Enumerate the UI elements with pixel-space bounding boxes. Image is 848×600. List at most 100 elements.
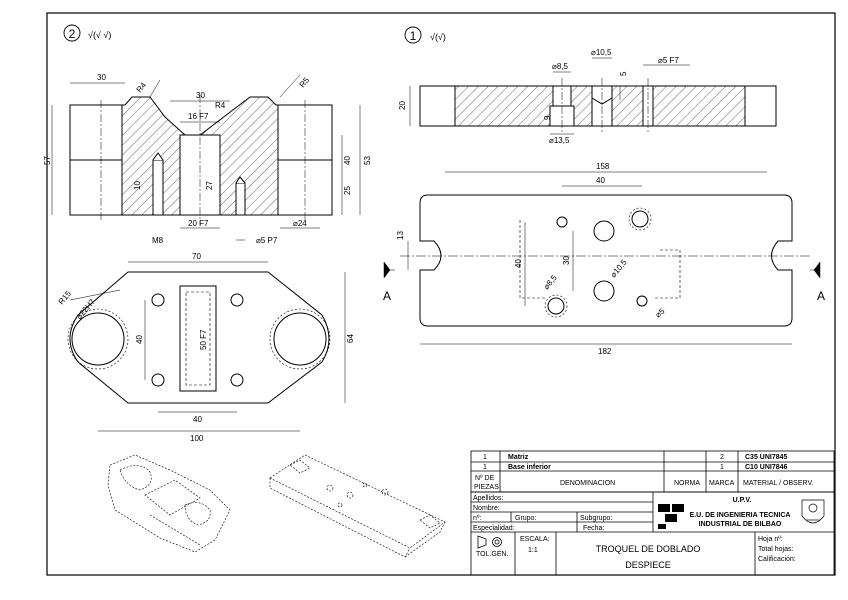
dim-40-vertical-top: 40 [514, 259, 523, 268]
header-norma: NORMA [674, 480, 700, 487]
row1-denomination: Matriz [508, 454, 529, 461]
label-subgrupo: Subgrupo: [580, 515, 612, 522]
dim-30: 30 [562, 256, 571, 265]
label-total-hojas: Total hojas: [758, 546, 793, 553]
part2-number: 2 [69, 27, 76, 41]
dim-8-5: ⌀8,5 [552, 62, 568, 71]
dim-8-5-top: ⌀8,5 [542, 273, 559, 291]
dim-r15: R15 [57, 289, 74, 306]
part1-section-labels: 20 ⌀8,5 ⌀10,5 ⌀5 F7 9 ⌀13,5 5 [398, 48, 679, 145]
dim-9: 9 [543, 115, 552, 120]
dim-57: 57 [43, 156, 52, 165]
dim-5: 5 [619, 71, 628, 76]
row2-mark: 1 [720, 464, 724, 471]
label-apellidos: Apellidos: [473, 495, 503, 502]
university-logo [658, 504, 684, 529]
dim-r5: R5 [298, 75, 312, 89]
row2-material: C10 UNI7846 [745, 464, 788, 471]
view-header-part2: 2 √(√ √) [63, 24, 111, 42]
dim-16f7: 16 F7 [188, 112, 209, 121]
dim-50f7: 50 F7 [199, 329, 208, 350]
part2-front-section [69, 95, 333, 225]
dim-27: 27 [205, 181, 214, 190]
dim-13: 13 [396, 231, 405, 240]
dim-30-left: 30 [97, 73, 106, 82]
part1-section [419, 78, 777, 132]
header-no-2: PIEZAS [474, 484, 499, 491]
row1-mark: 2 [720, 454, 724, 461]
dim-30-center: 30 [196, 91, 205, 100]
dim-13-5: ⌀13,5 [549, 136, 570, 145]
row1-no: 1 [483, 454, 487, 461]
projection-symbol [477, 535, 502, 549]
dim-10: 10 [133, 181, 142, 190]
row2-denomination: Base inferior [508, 464, 551, 471]
school-crest [801, 499, 825, 524]
label-fecha: Fecha: [583, 525, 604, 532]
dim-10-5: ⌀10,5 [591, 48, 612, 57]
dim-24: ⌀24 [293, 219, 307, 228]
dim-182: 182 [598, 347, 612, 356]
part1-top-labels: 158 40 13 40 30 ⌀8,5 ⌀10,5 ⌀5 182 A A [383, 162, 825, 356]
dim-5p7: ⌀5 P7 [256, 236, 278, 245]
dim-m8: M8 [152, 236, 164, 245]
part1-surface-finish: √(√) [430, 32, 446, 42]
part2-top-dimensions [69, 261, 346, 432]
school-name-1: E.U. DE INGENIERIA TECNICA [690, 512, 791, 519]
dim-70: 70 [192, 252, 201, 261]
drawing-subtitle: DESPIECE [625, 560, 671, 570]
dim-5f7: ⌀5 F7 [658, 56, 679, 65]
dim-20f7: 20 F7 [188, 219, 209, 228]
label-hoja: Hoja nº: [758, 536, 783, 543]
view-header-part1: 1 √(√) [404, 26, 446, 44]
title-block [470, 491, 835, 576]
dim-158: 158 [596, 162, 610, 171]
dim-40-top: 40 [596, 176, 605, 185]
part1-top-view [400, 194, 812, 327]
label-nombre: Nombre: [473, 505, 500, 512]
label-calificacion: Calificación: [758, 556, 796, 563]
header-material: MATERIAL / OBSERV. [743, 480, 813, 487]
part2-isometric-sketch [107, 454, 231, 553]
row2-no: 1 [483, 464, 487, 471]
header-denomination: DENOMINACION [560, 480, 615, 487]
drawing-title: TROQUEL DE DOBLADO [596, 544, 701, 554]
part1-top-dimensions [383, 171, 821, 345]
school-name-2: INDUSTRIAL DE BILBAO [699, 521, 782, 528]
dim-64: 64 [346, 334, 355, 343]
parts-list-rows: 1 Matriz 2 C35 UNI7845 1 Base inferior 1… [474, 454, 813, 491]
label-tolgen: TOL.GEN. [476, 551, 509, 558]
dim-100: 100 [190, 434, 204, 443]
dim-25: 25 [343, 186, 352, 195]
part2-top-labels: 70 R15 ⌀22H7 40 50 F7 64 40 100 [57, 252, 355, 443]
part2-top-view [67, 271, 331, 404]
label-especialidad: Especialidad: [473, 525, 515, 532]
section-marker-a-right: A [817, 289, 825, 303]
dim-20: 20 [398, 101, 407, 110]
header-marca: MARCA [709, 480, 735, 487]
section-marker-a-left: A [383, 289, 391, 303]
part2-front-dimensions [51, 74, 361, 241]
dim-r4-right: R4 [215, 101, 226, 110]
dim-40-vertical: 40 [135, 335, 144, 344]
dim-40: 40 [343, 156, 352, 165]
label-escala: ESCALA: [520, 536, 550, 543]
label-numero: nº: [473, 515, 481, 522]
title-block-text: Apellidos: Nombre: nº: Grupo: Subgrupo: … [473, 495, 825, 570]
part1-isometric-sketch [269, 454, 446, 558]
dim-10-5-top: ⌀10,5 [609, 257, 629, 279]
dim-40-horizontal: 40 [193, 415, 202, 424]
dim-5-top: ⌀5 [654, 306, 667, 319]
part1-section-dimensions [409, 57, 690, 135]
scale-value: 1:1 [528, 547, 538, 554]
header-no-1: Nº DE [475, 475, 495, 482]
row1-material: C35 UNI7845 [745, 454, 788, 461]
dim-r4-left: R4 [135, 80, 149, 94]
upv-label: U.P.V. [733, 497, 752, 504]
part1-number: 1 [410, 29, 417, 43]
part2-surface-finish: √(√ √) [88, 30, 111, 40]
label-grupo: Grupo: [515, 515, 536, 522]
sheet-border [46, 12, 836, 576]
dim-53: 53 [363, 156, 372, 165]
